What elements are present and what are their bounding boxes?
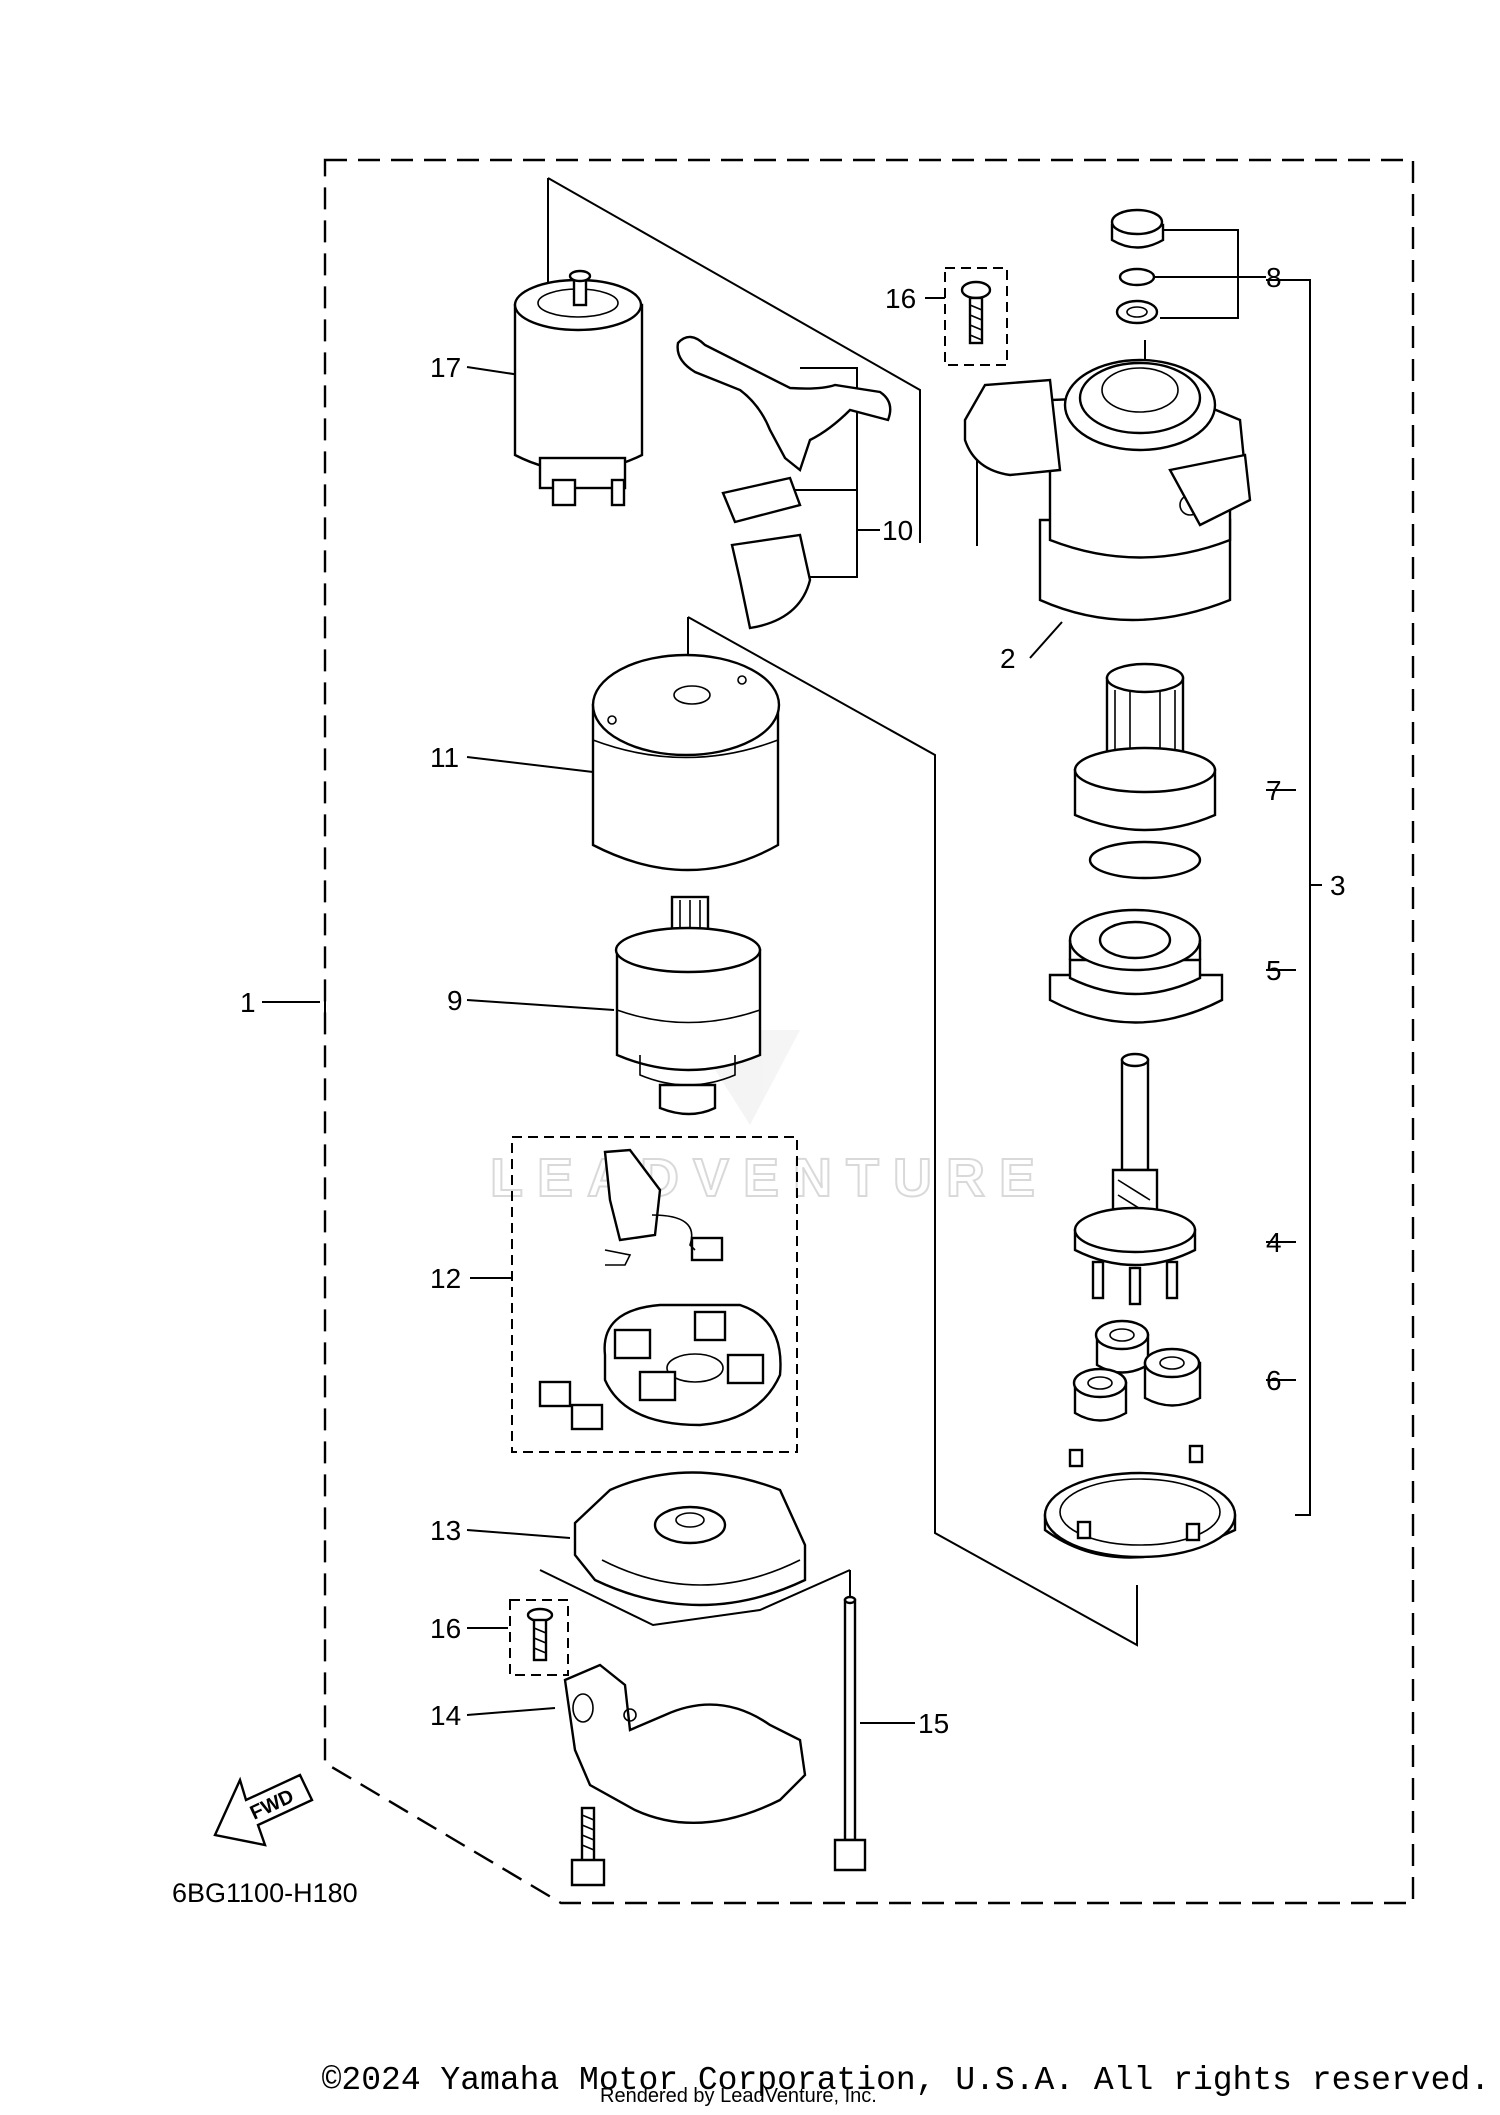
fwd-arrow-icon: FWD: [213, 1773, 314, 1847]
callout-9: 9: [447, 985, 463, 1016]
callout-6: 6: [1266, 1365, 1282, 1396]
callout-12: 12: [430, 1263, 461, 1294]
callout-7: 7: [1266, 775, 1282, 806]
part-17-solenoid: [513, 269, 644, 507]
callout-4: 4: [1266, 1227, 1282, 1258]
copyright-notice: ©2024 Yamaha Motor Corporation, U.S.A. A…: [0, 2062, 1500, 2099]
callout-15: 15: [918, 1708, 949, 1739]
callout-1: 1: [240, 987, 256, 1018]
part-12-brush-holder: [511, 1136, 798, 1453]
part-14-bracket: [563, 1663, 807, 1887]
callout-16-bottom: 16: [430, 1613, 461, 1644]
part-11-yoke: [591, 653, 781, 872]
part-16-screw-top: [944, 267, 1008, 366]
callout-10: 10: [882, 515, 913, 546]
part-9-armature: [614, 895, 762, 1116]
watermark-text: LEADVENTURE: [490, 1148, 1049, 1208]
part-4-shaft: [1073, 1052, 1197, 1306]
callout-13: 13: [430, 1515, 461, 1546]
callout-17: 17: [430, 352, 461, 383]
part-6-planet-gears: [1072, 1319, 1202, 1422]
part-10-lever-set: [676, 335, 892, 630]
callout-8: 8: [1266, 262, 1282, 293]
part-7-pinion: [1073, 662, 1217, 880]
copyright-text: ©2024 Yamaha Motor Corporation, U.S.A. A…: [321, 2062, 1490, 2099]
part-3-ring: [1043, 1444, 1237, 1559]
callout-5: 5: [1266, 955, 1282, 986]
callout-14: 14: [430, 1700, 461, 1731]
part-8-cap-set: [1110, 208, 1165, 325]
callouts: 1 2 3 4 5 6 7 8 9 10 11 12 13 14 15 16 1…: [240, 262, 1346, 1739]
part-13-rear-cover: [573, 1471, 807, 1607]
part-5-gear-housing: [1048, 908, 1224, 1024]
diagram-code: 6BG1100-H180: [172, 1878, 358, 1908]
callout-11: 11: [430, 742, 459, 773]
part-15-through-bolt: [833, 1595, 867, 1872]
part-2-front-housing: [963, 358, 1252, 622]
callout-3: 3: [1330, 870, 1346, 901]
leader-lines: [262, 177, 1322, 1724]
callout-16-top: 16: [885, 283, 916, 314]
callout-2: 2: [1000, 643, 1016, 674]
rendered-by-notice: Rendered by LeadVenture, Inc.: [600, 2085, 877, 2107]
assembly-boundary: [323, 158, 1415, 1905]
part-16-screw-bottom: [509, 1599, 569, 1676]
